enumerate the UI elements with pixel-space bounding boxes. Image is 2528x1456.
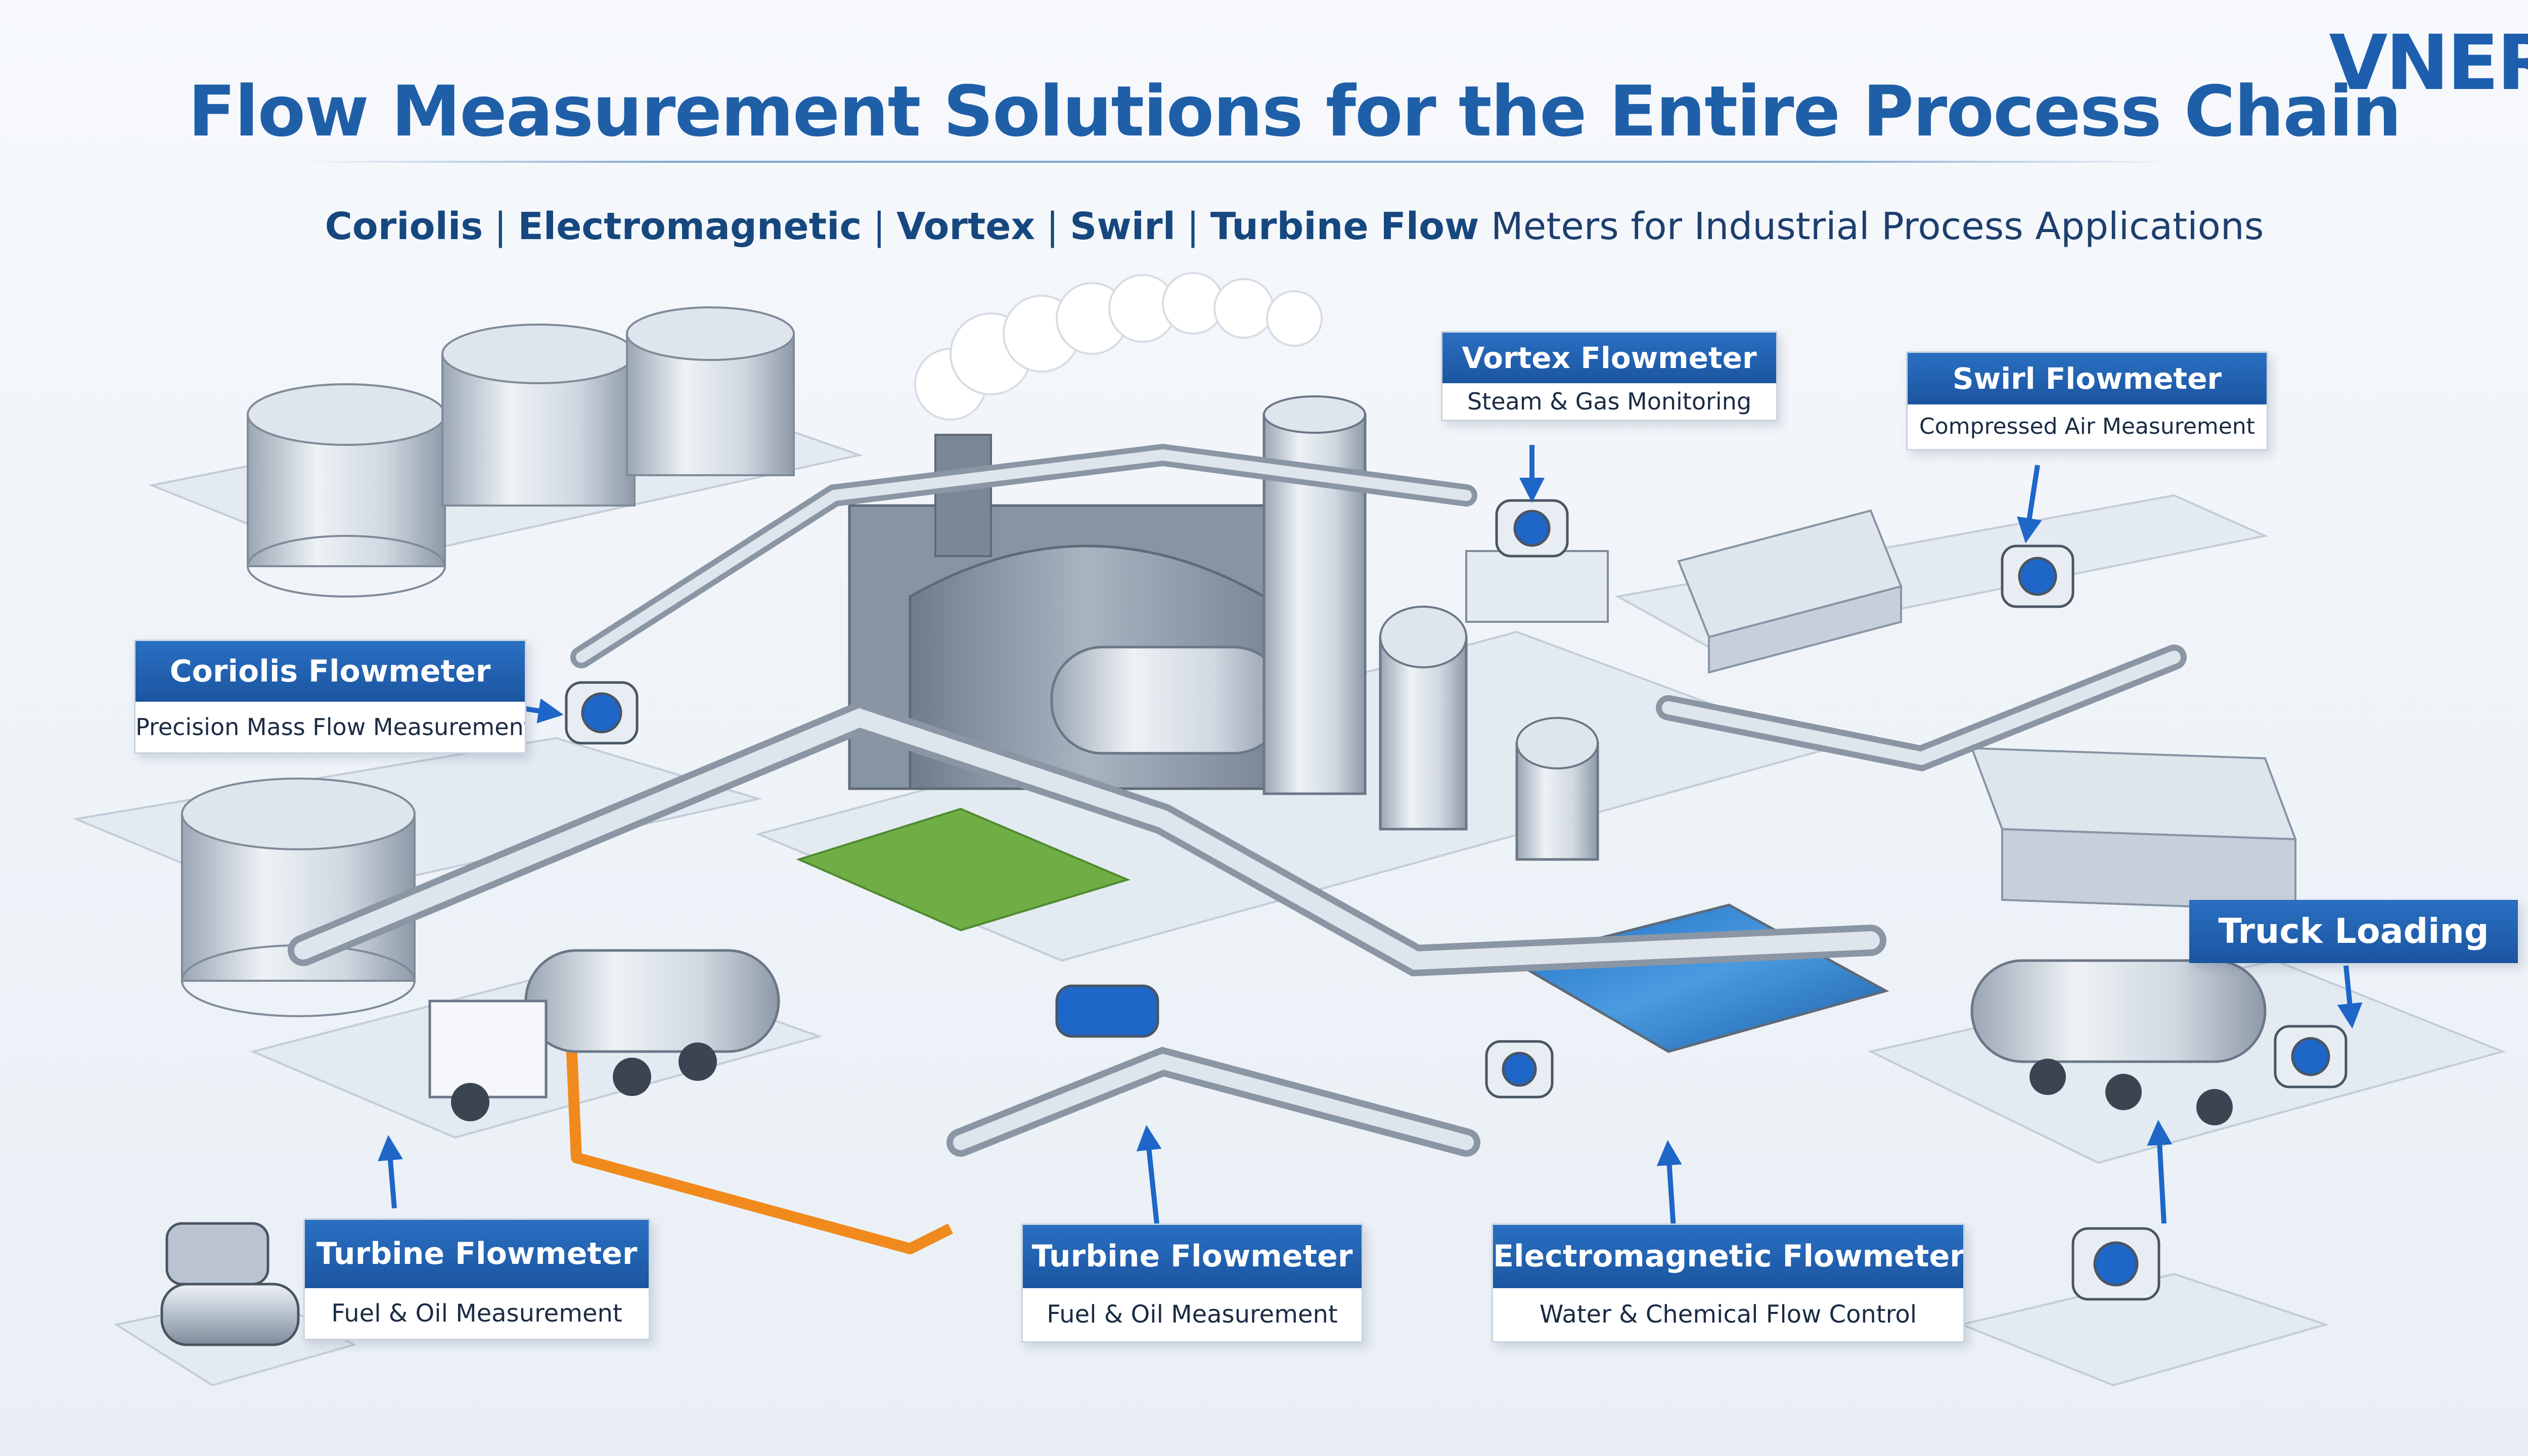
type-electromagnetic: Electromagnetic bbox=[518, 205, 862, 248]
type-coriolis: Coriolis bbox=[325, 205, 483, 248]
main-plant bbox=[848, 395, 1609, 861]
callout-arrows bbox=[378, 445, 2363, 1234]
callout-truck-loading: Truck Loading bbox=[2189, 900, 2518, 963]
callout-turbine-left: Turbine Flowmeter Fuel & Oil Measurement bbox=[303, 1218, 650, 1340]
subtitle-flow-word: Flow bbox=[1380, 205, 1479, 248]
flowmeter-icon bbox=[160, 499, 2348, 1346]
smokestack-icon bbox=[914, 272, 1323, 421]
subtitle-rest: Meters for Industrial Process Applicatio… bbox=[1491, 205, 2264, 248]
storage-tank-icon bbox=[181, 778, 416, 1017]
tanker-truck-icon bbox=[428, 949, 780, 1121]
storage-tank-icon bbox=[247, 306, 795, 598]
callout-swirl: Swirl Flowmeter Compressed Air Measureme… bbox=[1906, 351, 2268, 450]
callout-coriolis-detail: Precision Mass Flow Measurement bbox=[136, 713, 525, 741]
subtitle: Coriolis|Electromagnetic|Vortex|Swirl|Tu… bbox=[0, 205, 2528, 248]
callout-electromagnetic-detail: Water & Chemical Flow Control bbox=[1539, 1300, 1917, 1329]
page-title: Flow Measurement Solutions for the Entir… bbox=[188, 71, 2402, 152]
type-vortex: Vortex bbox=[896, 205, 1035, 248]
callout-turbine-center: Turbine Flowmeter Fuel & Oil Measurement bbox=[1021, 1223, 1363, 1343]
type-turbine: Turbine bbox=[1210, 205, 1369, 248]
callout-turbine-left-title: Turbine Flowmeter bbox=[305, 1220, 649, 1288]
callout-vortex-detail: Steam & Gas Monitoring bbox=[1467, 388, 1752, 415]
callout-swirl-detail: Compressed Air Measurement bbox=[1919, 414, 2255, 439]
tanker-truck-icon bbox=[1970, 959, 2267, 1125]
callout-electromagnetic-title: Electromagnetic Flowmeter bbox=[1493, 1225, 1963, 1288]
separator: | bbox=[873, 205, 886, 248]
separator: | bbox=[494, 205, 507, 248]
callout-electromagnetic: Electromagnetic Flowmeter Water & Chemic… bbox=[1492, 1223, 1965, 1343]
orange-hose bbox=[566, 1041, 953, 1254]
callout-coriolis: Coriolis Flowmeter Precision Mass Flow M… bbox=[134, 640, 526, 754]
title-underline bbox=[298, 161, 2179, 163]
callout-turbine-center-title: Turbine Flowmeter bbox=[1023, 1225, 1362, 1288]
callout-vortex: Vortex Flowmeter Steam & Gas Monitoring bbox=[1441, 331, 1778, 421]
pipe-icon bbox=[288, 443, 2187, 1157]
separator: | bbox=[1186, 205, 1199, 248]
separator: | bbox=[1046, 205, 1059, 248]
grass-patch bbox=[796, 807, 1131, 932]
brand-logo: VNER bbox=[2329, 19, 2528, 107]
callout-swirl-title: Swirl Flowmeter bbox=[1908, 353, 2267, 404]
callout-vortex-title: Vortex Flowmeter bbox=[1442, 333, 1776, 383]
callout-turbine-center-detail: Fuel & Oil Measurement bbox=[1047, 1300, 1338, 1329]
type-swirl: Swirl bbox=[1070, 205, 1176, 248]
warehouse-icon bbox=[1677, 509, 2297, 912]
callout-coriolis-title: Coriolis Flowmeter bbox=[136, 641, 525, 702]
callout-turbine-left-detail: Fuel & Oil Measurement bbox=[331, 1299, 622, 1328]
